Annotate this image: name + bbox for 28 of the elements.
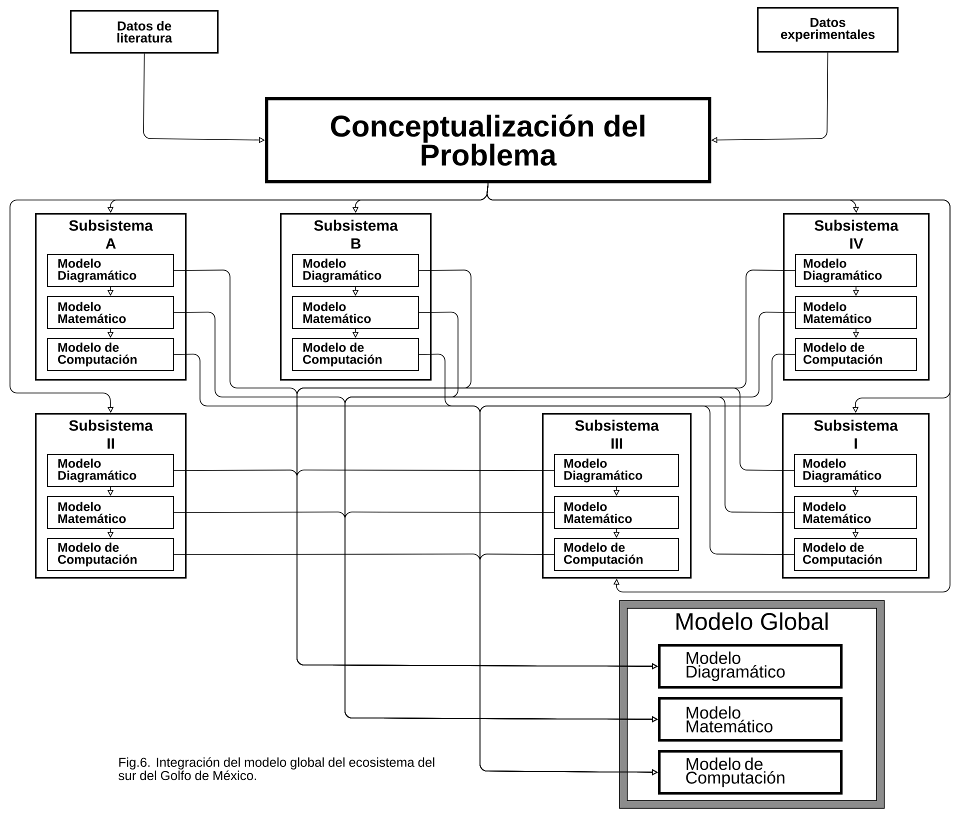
model-box: Modelo de Computación xyxy=(658,750,843,795)
model-box: Modelo Diagramático xyxy=(292,254,419,287)
model-box: Modelo Matemático xyxy=(794,496,917,529)
model-box: Modelo Diagramático xyxy=(47,454,174,487)
arrow xyxy=(296,388,794,670)
model-box: Modelo Diagramático xyxy=(658,644,843,689)
model-box: Modelo de Computación xyxy=(292,338,419,371)
model-box: Modelo de Computación xyxy=(794,538,917,571)
caption: Fig.6. Integración del modelo global del ecosistema del sur del Golfo de México. xyxy=(118,757,434,780)
model-box: Modelo de Computación xyxy=(795,338,917,371)
model-box: Modelo Matemático xyxy=(795,296,917,329)
model-box: Modelo Matemático xyxy=(554,496,679,529)
model-box: Modelo Diagramático xyxy=(554,454,679,487)
model-box: Modelo Matemático xyxy=(47,496,174,529)
model-box: Modelo de Computación xyxy=(554,538,679,571)
model-box: Modelo Diagramático xyxy=(795,254,917,287)
arrow xyxy=(486,182,950,592)
data-box: Datos experimentales xyxy=(757,7,899,53)
arrow xyxy=(344,396,794,722)
model-box: Modelo Matemático xyxy=(292,296,419,329)
model-box: Modelo Matemático xyxy=(658,697,843,742)
concept-box: Conceptualización del Problema xyxy=(265,97,712,184)
model-box: Modelo Matemático xyxy=(47,296,174,329)
model-box: Modelo de Computación xyxy=(47,338,174,371)
data-box: Datos de literatura xyxy=(70,10,219,54)
model-box: Modelo Diagramático xyxy=(794,454,917,487)
model-box: Modelo de Computación xyxy=(47,538,174,571)
model-box: Modelo Diagramático xyxy=(47,254,174,287)
